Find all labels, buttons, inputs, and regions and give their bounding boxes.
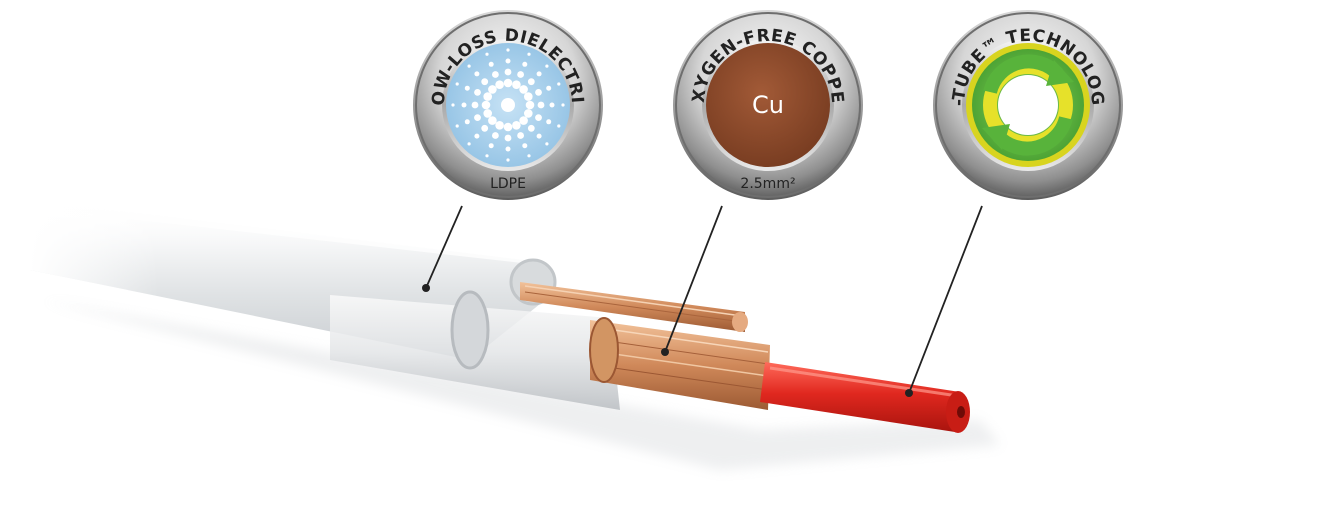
starburst-dot: [524, 92, 533, 101]
starburst-dot: [474, 114, 481, 121]
starburst-dot: [488, 85, 497, 94]
starburst-dot: [522, 61, 528, 67]
starburst-dot: [501, 98, 515, 112]
starburst-dot: [545, 64, 549, 68]
starburst-dot: [481, 78, 489, 86]
starburst-dot: [495, 80, 504, 89]
starburst-dot: [488, 61, 494, 67]
starburst-dot: [525, 100, 535, 110]
badge-dielectric: LOW-LOSS DIELECTRIC LDPE: [0, 0, 603, 200]
inner-insulation: [330, 290, 620, 410]
starburst-dot: [483, 92, 493, 101]
starburst-dot: [481, 100, 491, 110]
badge-dielectric-subtitle: LDPE: [490, 176, 526, 192]
badge-copper-subtitle: 2.5mm²: [740, 176, 795, 192]
starburst-dot: [506, 48, 510, 52]
starburst-dots: [451, 48, 565, 162]
starburst-dot: [474, 133, 480, 139]
starburst-dot: [471, 101, 479, 109]
starburst-dot: [503, 122, 513, 132]
cable-shadow: [40, 300, 1000, 470]
starburst-dot: [464, 85, 470, 91]
starburst-dot: [527, 154, 531, 158]
starburst-dot: [512, 121, 521, 130]
starburst-dot: [483, 109, 493, 118]
starburst-dot: [492, 132, 499, 139]
starburst-dot: [546, 119, 552, 125]
starburst-dot: [519, 85, 528, 94]
starburst-dot: [549, 102, 555, 108]
starburst-dot: [536, 133, 542, 139]
starburst-dot: [527, 52, 531, 56]
starburst-dot: [524, 109, 533, 118]
starburst-dot: [561, 103, 565, 107]
starburst-dot: [517, 71, 524, 78]
starburst-dot: [506, 158, 510, 162]
starburst-dot: [537, 101, 545, 109]
starburst-dot: [488, 143, 494, 149]
copper-symbol: Cu: [752, 91, 784, 119]
starburst-dot: [474, 89, 481, 96]
callout-line-copper: [664, 205, 723, 353]
starburst-dot: [495, 121, 504, 130]
starburst-dot: [512, 80, 521, 89]
starburst-dot: [492, 71, 499, 78]
recycle-arrows-icon: [982, 54, 1074, 156]
starburst-dot: [485, 154, 489, 158]
starburst-dot: [536, 71, 542, 77]
starburst-dot: [485, 52, 489, 56]
starburst-dot: [481, 124, 489, 132]
starburst-dot: [546, 85, 552, 91]
starburst-dot: [527, 78, 535, 86]
starburst-dot: [505, 146, 511, 152]
copper-strands-front: [589, 317, 770, 410]
starburst-dot: [474, 71, 480, 77]
starburst-dot: [455, 82, 459, 86]
starburst-dot: [517, 132, 524, 139]
starburst-dot: [467, 64, 471, 68]
starburst-dot: [527, 124, 535, 132]
starburst-dot: [519, 116, 528, 125]
starburst-dot: [461, 102, 467, 108]
red-core: [760, 362, 970, 433]
starburst-dot: [451, 103, 455, 107]
starburst-dot: [504, 134, 512, 142]
starburst-dot: [504, 68, 512, 76]
starburst-dot: [503, 78, 513, 88]
callout-line-dielectric: [425, 205, 463, 289]
starburst-dot: [557, 124, 561, 128]
starburst-dot: [455, 124, 459, 128]
starburst-dot: [535, 114, 542, 121]
copper-strands-back: [520, 282, 748, 332]
starburst-dot: [545, 142, 549, 146]
starburst-dot: [488, 116, 497, 125]
starburst-dot: [535, 89, 542, 96]
callout-lines: [422, 205, 983, 397]
starburst-dot: [557, 82, 561, 86]
starburst-dot: [522, 143, 528, 149]
starburst-dot: [464, 119, 470, 125]
copper-disc-icon: [706, 43, 830, 167]
starburst-dot: [467, 142, 471, 146]
callout-line-xtube: [908, 205, 983, 394]
starburst-dot: [505, 58, 511, 64]
